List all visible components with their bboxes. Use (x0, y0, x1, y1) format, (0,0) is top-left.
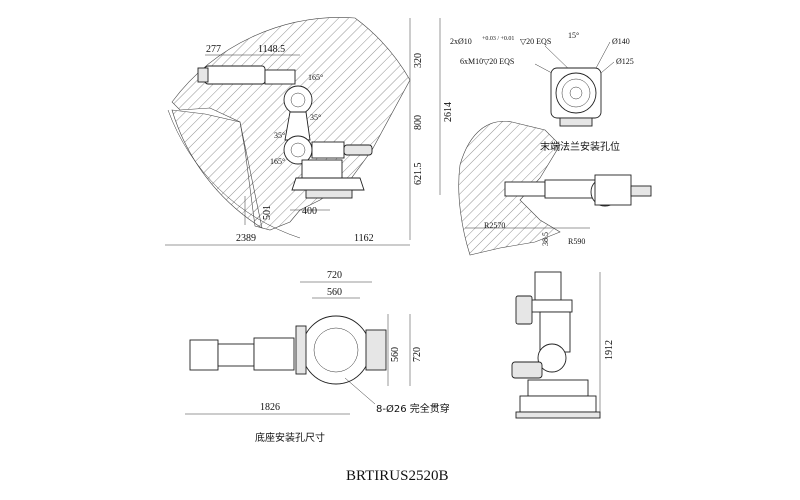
angle-165-top: 165° (308, 73, 323, 82)
dim-621: 621.5 (413, 163, 424, 186)
angle-165-bottom: 165° (270, 157, 285, 166)
flange-holes1-depth: ▽20 EQS (520, 37, 551, 46)
base-dim-720-top: 720 (327, 270, 342, 281)
flange-holes2: 6xM10▽20 EQS (460, 57, 514, 66)
base-caption: 底座安装孔尺寸 (255, 431, 325, 444)
ws-r590: R590 (568, 237, 585, 246)
ws-r2570: R2570 (484, 221, 505, 230)
workspace-robot (504, 174, 652, 207)
flange-angle: 15° (568, 31, 579, 40)
dim-2614: 2614 (443, 102, 454, 122)
front-view: 1912 (511, 271, 615, 419)
dim-400: 400 (302, 206, 317, 217)
flange-caption: 末端法兰安装孔位 (540, 140, 620, 153)
dim-1162: 1162 (354, 233, 374, 244)
angle-35-lower: 35° (274, 131, 285, 140)
dim-501: 501 (262, 205, 273, 220)
flange-view: 2xØ10 +0.03 / +0.01 ▽20 EQS 6xM10▽20 EQS… (450, 31, 634, 153)
base-view: 720 560 560 720 1826 8-Ø26 完全贯穿 底座安装孔尺寸 (185, 270, 450, 444)
base-dim-1826: 1826 (260, 402, 280, 413)
base-robot (189, 315, 387, 385)
side-workspace-lower (171, 109, 263, 229)
angle-35-upper: 35° (310, 113, 321, 122)
base-dim-560-top: 560 (327, 287, 342, 298)
dim-2389: 2389 (236, 233, 256, 244)
flange-d125: Ø125 (616, 57, 634, 66)
model-title: BRTIRUS2520B (346, 468, 448, 484)
dim-320: 320 (413, 53, 424, 68)
dim-800: 800 (413, 115, 424, 130)
flange-holes1-tol: +0.03 / +0.01 (482, 36, 514, 42)
side-robot-arm (197, 65, 373, 199)
side-view: 277 1148.5 320 800 621.5 2614 501 400 23… (165, 17, 454, 246)
workspace-view: R2570 R590 38.5 (458, 120, 652, 256)
base-dim-560-side: 560 (390, 347, 401, 362)
base-holes: 8-Ø26 完全贯穿 (376, 402, 450, 415)
ws-d38: 38.5 (541, 232, 550, 246)
dim-1148: 1148.5 (258, 44, 285, 55)
front-dim-1912: 1912 (604, 340, 615, 360)
flange-holes1: 2xØ10 (450, 37, 472, 46)
dim-277: 277 (206, 44, 221, 55)
base-dim-720-side: 720 (412, 347, 423, 362)
flange-d140: Ø140 (612, 37, 630, 46)
